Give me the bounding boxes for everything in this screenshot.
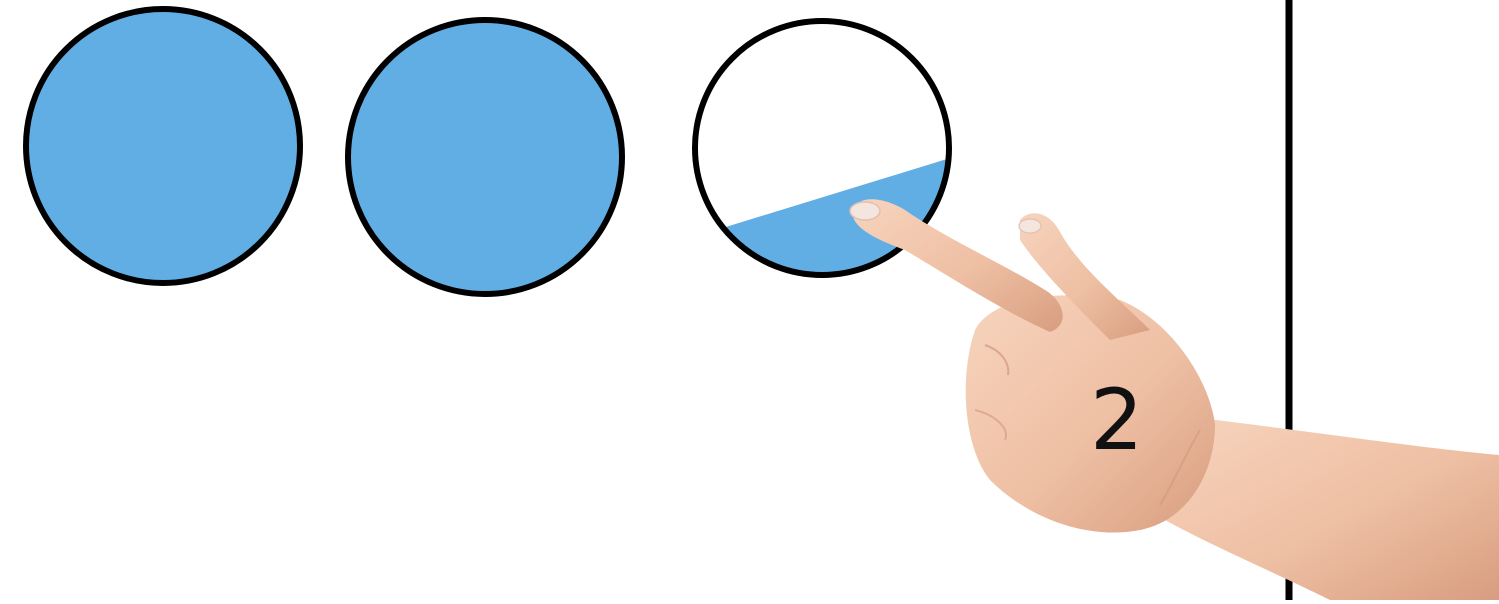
pointing-hand-icon bbox=[850, 199, 1499, 600]
circle-full-1 bbox=[26, 9, 300, 283]
circle-full-2 bbox=[348, 20, 622, 294]
number-label: 2 bbox=[1090, 378, 1143, 462]
